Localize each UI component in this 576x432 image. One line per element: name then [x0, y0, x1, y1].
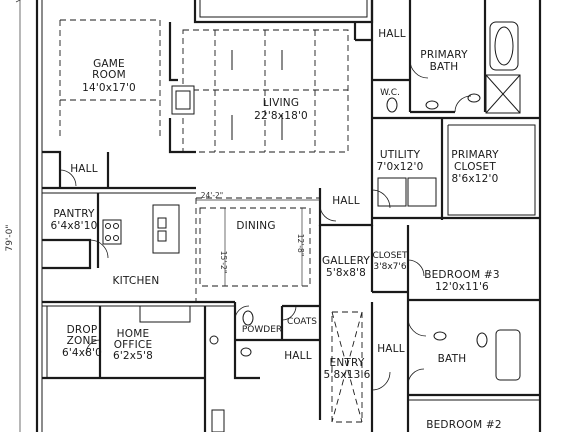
stair-icon [211, 409, 225, 432]
overall-dimension-line: 79'-0" [5, 0, 21, 432]
powder-sink-icon [240, 347, 252, 357]
wc-label: W.C. [380, 88, 400, 98]
powder-toilet-icon [242, 310, 254, 326]
room-utility: UTILITY 7'0x12'0 [377, 149, 424, 173]
entry-name: ENTRY [330, 357, 365, 369]
room-game-room: GAME ROOM 14'0x17'0 [82, 58, 136, 94]
drop-zone-name-1: DROP [67, 324, 98, 336]
powder-label: POWDER [242, 325, 282, 335]
room-primary-closet: PRIMARY CLOSET 8'6x12'0 [451, 149, 499, 185]
home-office-name-1: HOME [117, 328, 150, 340]
drop-zone-size: 6'4x8'0 [62, 347, 102, 359]
bath-toilet-icon [476, 332, 488, 348]
primary-bath-name-2: BATH [430, 61, 459, 73]
room-closet: CLOSET 3'8x7'6 [373, 251, 408, 272]
hall-right-label: HALL [377, 343, 405, 355]
room-living: LIVING 22'8x18'0 [254, 97, 308, 122]
dining-width-dimension: 24'-2" [201, 191, 224, 200]
dryer-icon [407, 177, 437, 207]
overall-dimension-label: 79'-0" [5, 224, 15, 251]
sink-icon [425, 100, 439, 110]
interior-dimensions: 24'-2" 12'-8" 15'-2" [196, 191, 320, 286]
bedroom3-name: BEDROOM #3 [424, 269, 500, 281]
bath-sink-icon [433, 331, 447, 341]
bedroom2-label: BEDROOM #2 [426, 419, 502, 431]
hall-left-label: HALL [70, 163, 98, 175]
hall-mid-label: HALL [332, 195, 360, 207]
bath-tub-icon [495, 329, 521, 381]
game-room-name-1: GAME [93, 58, 125, 70]
pantry-name: PANTRY [53, 208, 95, 220]
bedroom3-size: 12'0x11'6 [435, 281, 489, 293]
dining-depth-dimension: 12'-8" [296, 234, 305, 257]
entry-size: 5'8x13'6 [324, 369, 371, 381]
utility-size: 7'0x12'0 [377, 161, 424, 173]
room-drop-zone: DROP ZONE 6'4x8'0 [62, 324, 102, 359]
game-room-size: 14'0x17'0 [82, 82, 136, 94]
drop-zone-name-2: ZONE [67, 335, 98, 347]
coats-label: COATS [287, 317, 317, 327]
gallery-size: 5'8x8'8 [326, 267, 366, 279]
range-icon [102, 219, 122, 245]
home-office-name-2: OFFICE [114, 339, 153, 351]
interior-walls [42, 0, 540, 432]
closet-name: CLOSET [373, 251, 408, 261]
living-name: LIVING [263, 97, 299, 109]
primary-closet-name-2: CLOSET [454, 161, 496, 173]
room-bedroom-3: BEDROOM #3 12'0x11'6 [424, 269, 500, 293]
utility-sink-icon [209, 335, 219, 345]
primary-closet-name-1: PRIMARY [451, 149, 499, 161]
living-size: 22'8x18'0 [254, 110, 308, 122]
room-gallery: GALLERY 5'8x8'8 [322, 255, 370, 279]
kitchen-label: KITCHEN [113, 275, 160, 287]
hall-entry-label: HALL [284, 350, 312, 362]
bathtub-icon [489, 21, 519, 71]
room-home-office: HOME OFFICE 6'2x5'8 [113, 328, 153, 362]
island-width-dimension: 15'-2" [219, 251, 228, 274]
primary-closet-size: 8'6x12'0 [452, 173, 499, 185]
game-room-name-2: ROOM [92, 69, 126, 81]
fireplace-icon [171, 85, 195, 115]
sink-icon-2 [467, 93, 481, 103]
room-primary-bath: PRIMARY BATH [420, 49, 468, 73]
hall-top-label: HALL [378, 28, 406, 40]
toilet-icon [386, 97, 398, 113]
room-entry: ENTRY 5'8x13'6 [324, 357, 371, 381]
utility-name: UTILITY [380, 149, 421, 161]
primary-bath-name-1: PRIMARY [420, 49, 468, 61]
pantry-size: 6'4x8'10 [51, 220, 98, 232]
dining-label: DINING [236, 220, 275, 232]
counter-icon [139, 305, 191, 323]
closet-size: 3'8x7'6 [373, 262, 406, 272]
room-labels: GAME ROOM 14'0x17'0 LIVING 22'8x18'0 HAL… [51, 28, 502, 431]
gallery-name: GALLERY [322, 255, 370, 267]
fixtures [102, 21, 521, 432]
kitchen-island-icon [152, 204, 180, 254]
room-pantry: PANTRY 6'4x8'10 [51, 208, 98, 232]
bath-label: BATH [438, 353, 467, 365]
washer-icon [377, 177, 407, 207]
home-office-size: 6'2x5'8 [113, 350, 153, 362]
door-swings [59, 59, 472, 391]
